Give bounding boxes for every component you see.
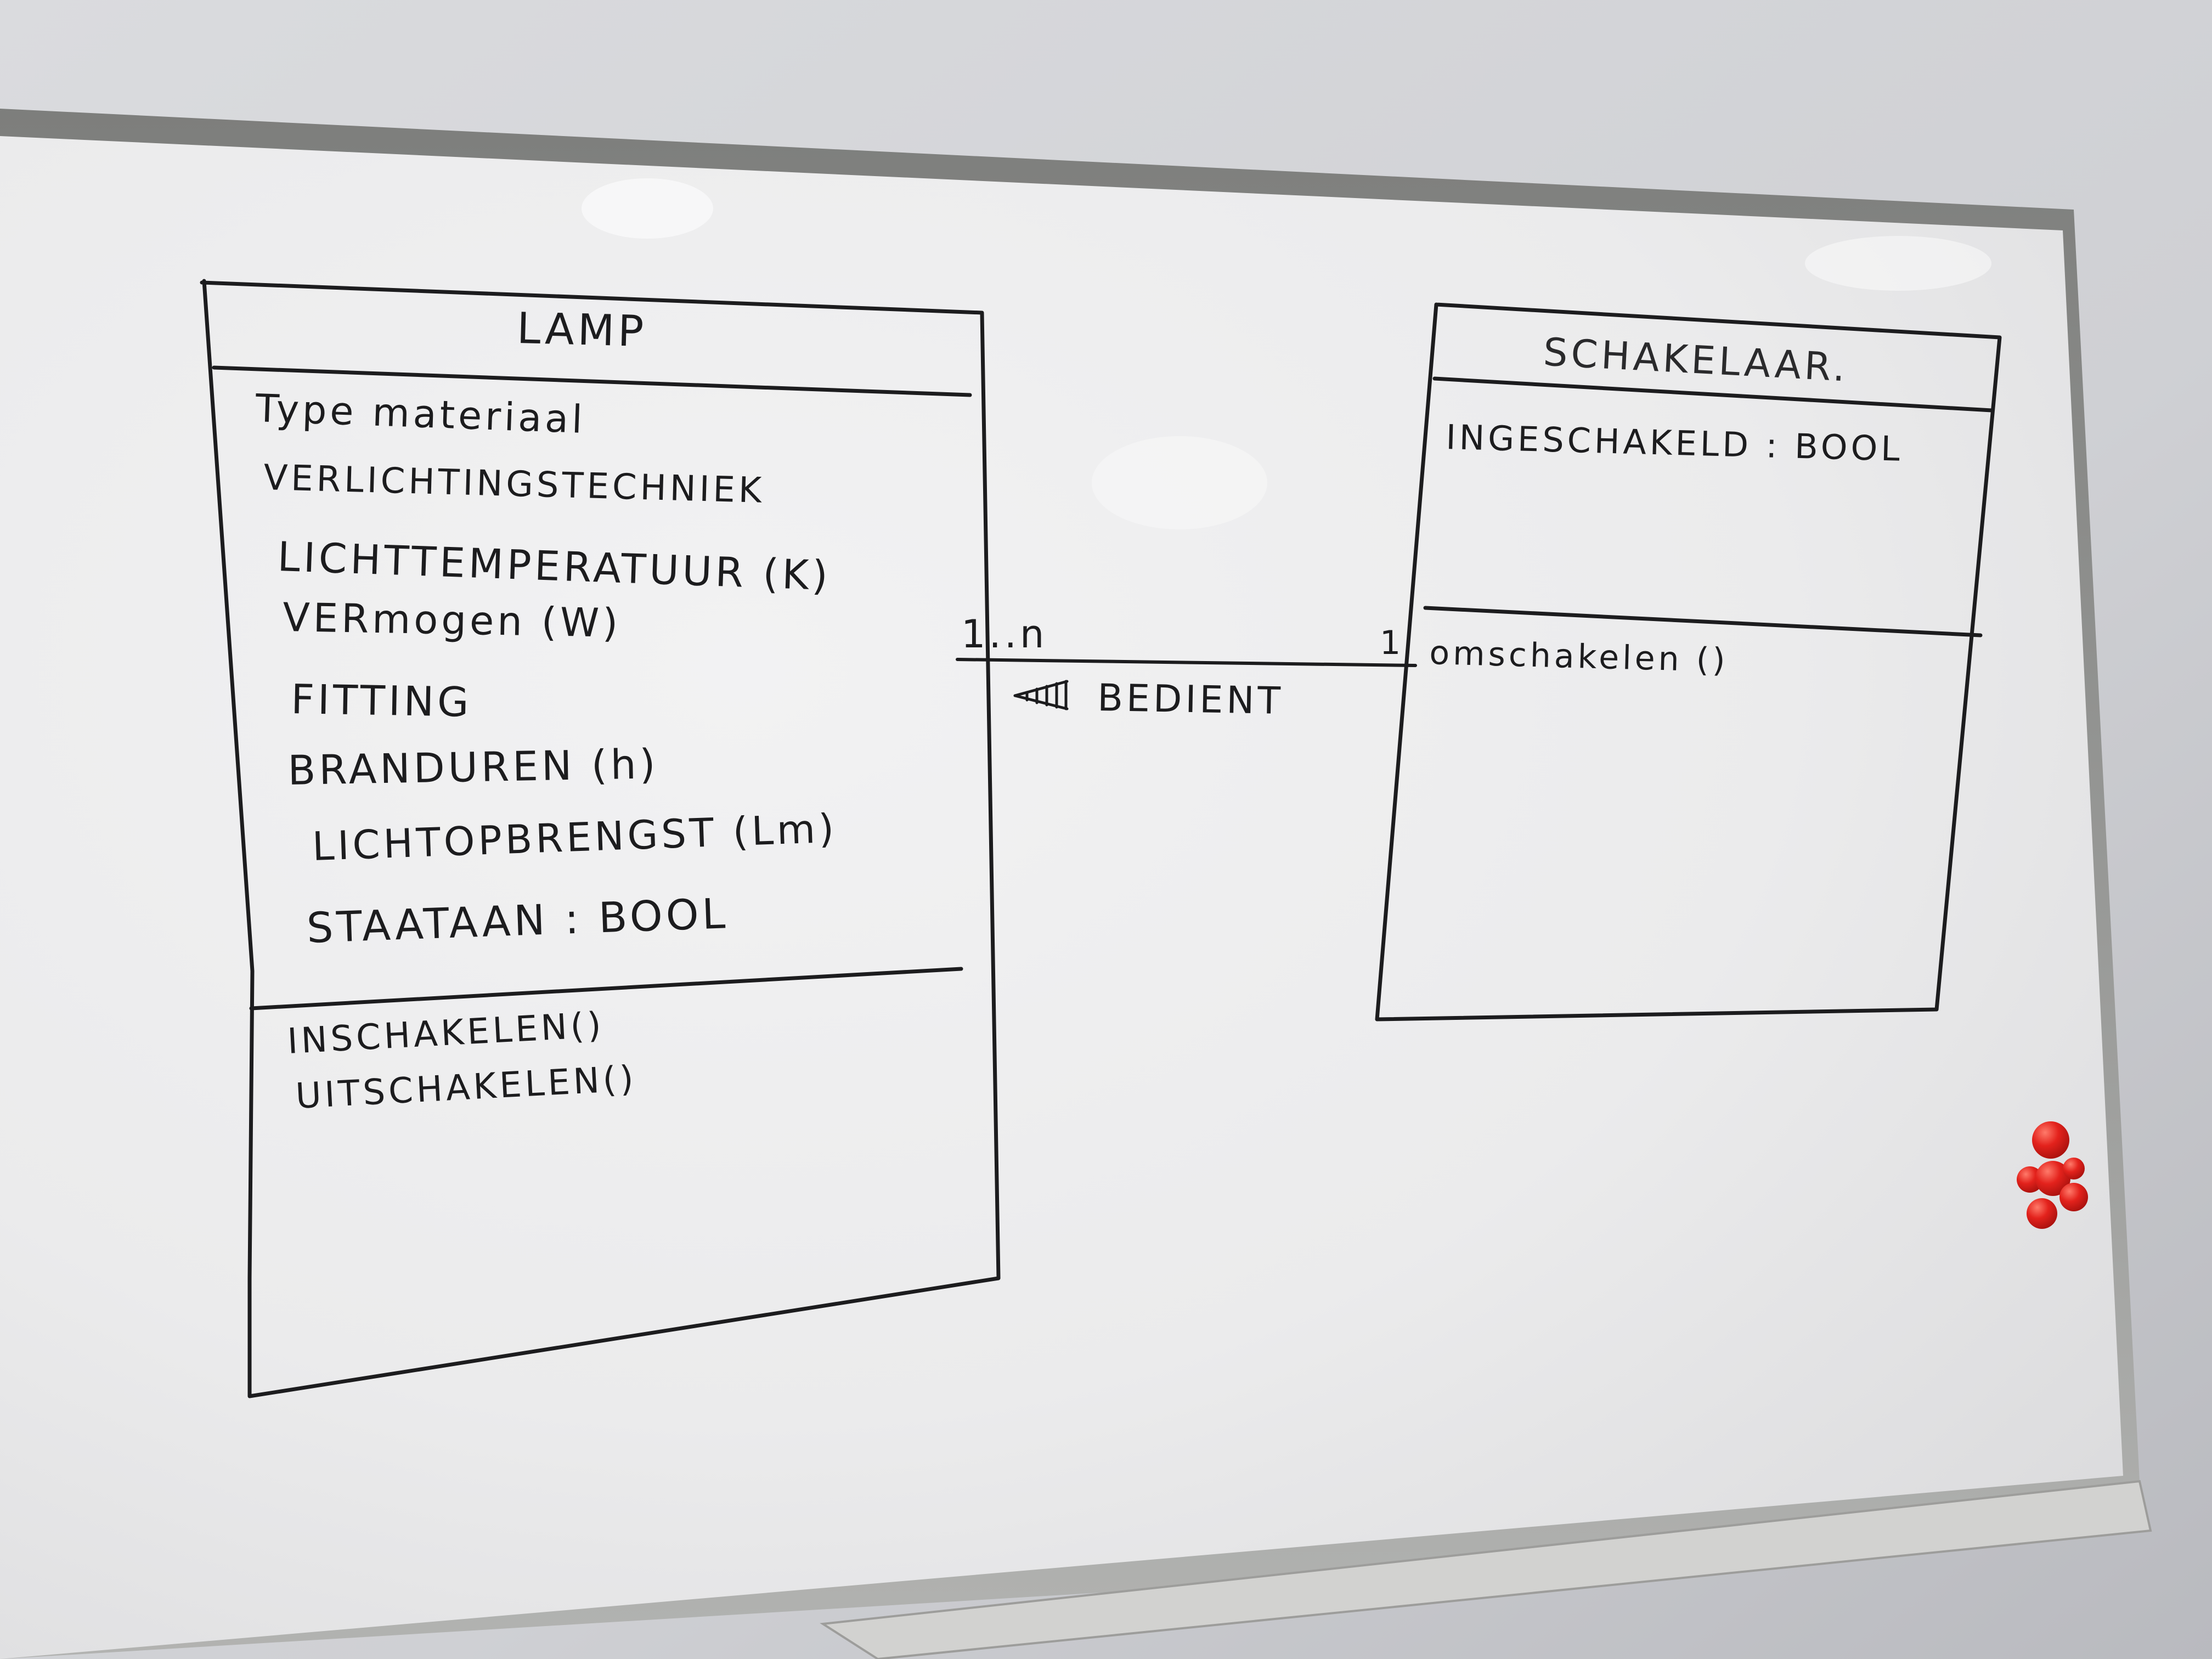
lamp-attribute: VERmogen (W) bbox=[283, 594, 622, 646]
lamp-class bbox=[200, 279, 1001, 1398]
whiteboard-surface bbox=[0, 136, 2123, 1659]
schakelaar-method: omschakelen () bbox=[1429, 634, 1729, 680]
glare bbox=[1805, 236, 1991, 291]
schakelaar-name-divider bbox=[1432, 376, 1994, 413]
red-magnet-icon bbox=[2017, 1121, 2088, 1229]
association-label: BEDIENT bbox=[1097, 676, 1284, 723]
lamp-class-name: LAMP bbox=[516, 304, 647, 357]
lamp-class-outline bbox=[200, 279, 1001, 1398]
schakelaar-multiplicity: 1 bbox=[1380, 624, 1404, 662]
lamp-attributes: Type materiaal VERLICHTINGSTECHNIEK LICH… bbox=[254, 386, 838, 952]
lamp-attribute: FITTING bbox=[291, 676, 472, 726]
glare bbox=[582, 178, 713, 239]
association bbox=[956, 658, 1417, 667]
direction-arrow-icon bbox=[1013, 680, 1069, 710]
marker-tray bbox=[820, 1480, 2152, 1659]
lamp-attr-method-divider bbox=[249, 967, 963, 1011]
schakelaar-attr-method-divider bbox=[1423, 606, 1983, 637]
schakelaar-class-outline bbox=[1375, 302, 2002, 1022]
association-line bbox=[956, 658, 1417, 667]
schakelaar-class bbox=[1375, 302, 2002, 1022]
lamp-attribute: BRANDUREN (h) bbox=[287, 741, 659, 794]
lamp-multiplicity: 1..n bbox=[961, 612, 1047, 657]
lamp-name-divider bbox=[212, 365, 972, 397]
glare bbox=[1092, 436, 1267, 529]
